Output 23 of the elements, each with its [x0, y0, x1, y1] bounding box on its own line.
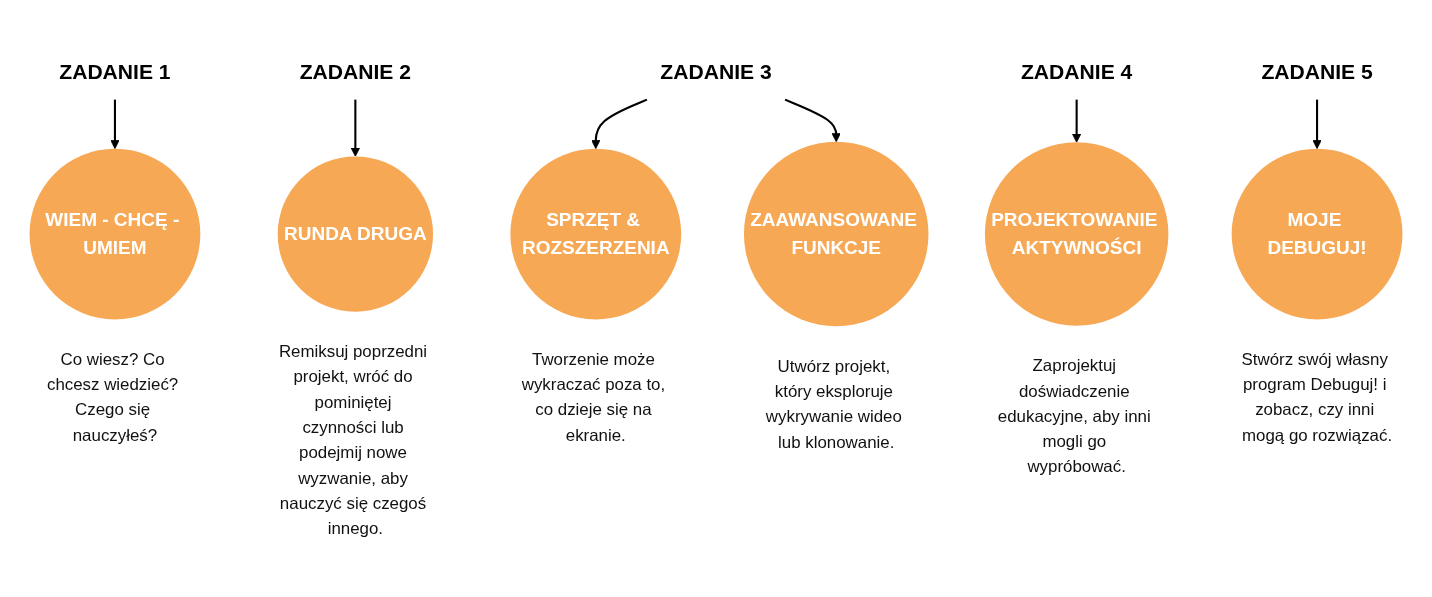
description-text: Stwórz swój własny program Debuguj! i zobacz, czy inni mogą go rozwiązać.	[1241, 350, 1393, 444]
description-text: Co wiesz? Co chcesz wiedzieć? Czego się nauczyłeś?	[46, 350, 179, 444]
arrow	[350, 99, 360, 157]
description-text: Tworzenie może wykraczać poza to, co dzieje się na ekranie.	[521, 350, 666, 444]
pin-marker: PROJEKTOWANIE AKTYWNOŚCI	[984, 142, 1169, 326]
pin-marker: MOJE DEBUGUJ!	[1231, 148, 1403, 320]
pin-marker: ZAAWANSOWANE FUNKCJE	[743, 141, 929, 327]
task-heading: ZADANIE 4	[1020, 59, 1133, 83]
task-heading: ZADANIE 3	[660, 59, 772, 83]
task-heading: ZADANIE 2	[299, 59, 412, 83]
task-heading: ZADANIE 5	[1261, 59, 1373, 83]
description-text: Utwórz projekt, który eksploruje wykrywanie wideo lub klonowanie.	[765, 356, 902, 451]
pin-marker: RUNDA DRUGA	[277, 156, 434, 312]
arrow	[591, 98, 648, 150]
pin-marker: WIEM - CHCĘ - UMIEM	[29, 148, 201, 320]
arrow	[1072, 99, 1082, 143]
description-text: Zaprojektuj doświadczenie edukacyjne, aby inni mogli go wypróbować.	[997, 356, 1151, 476]
arrow	[1312, 99, 1322, 150]
arrow	[110, 99, 120, 150]
arrow	[784, 98, 841, 143]
pin-marker: SPRZĘT & ROZSZERZENIA	[510, 148, 682, 320]
task-heading: ZADANIE 1	[59, 59, 171, 83]
description-text: Remiksuj poprzedni projekt, wróć do pominiętej czynności lub podejmij nowe wyzwanie, aby nauczyć się czegoś innego.	[278, 342, 428, 538]
